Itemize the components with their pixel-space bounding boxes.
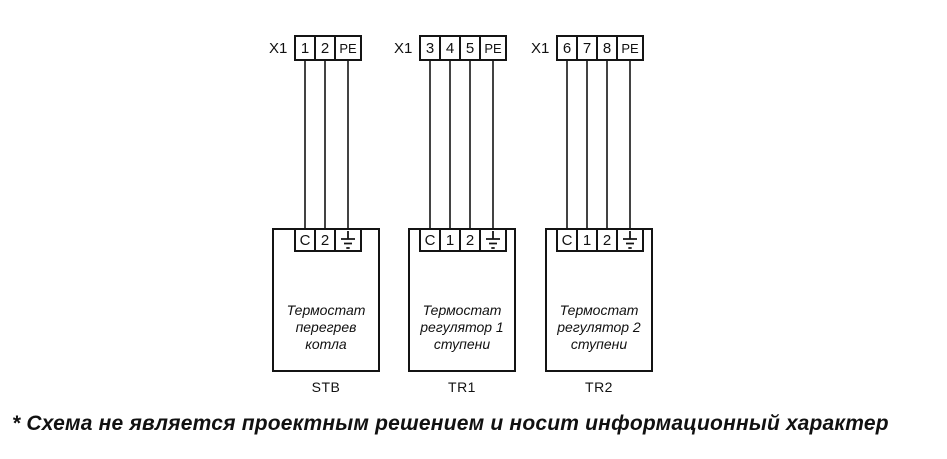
- terminal-strip-2: X1 3 4 5 PE: [393, 35, 507, 61]
- device-box: C 1 2 Термостат регулятор 2 ступени: [545, 228, 653, 372]
- wires-group-1: [304, 60, 349, 230]
- device-terminal-row: C 1 2: [556, 228, 644, 252]
- device-tag: TR1: [448, 379, 476, 395]
- terminal-3: 3: [419, 35, 441, 61]
- terminal-strip-3: X1 6 7 8 PE: [530, 35, 644, 61]
- device-name-line: регулятор 2: [557, 319, 641, 335]
- terminal-1: 1: [439, 228, 461, 252]
- device-tr2: C 1 2 Термостат регулятор 2 ступени TR2: [545, 228, 653, 395]
- device-name-line: котла: [305, 336, 347, 352]
- terminal-5: 5: [459, 35, 481, 61]
- terminal-2: 2: [314, 35, 336, 61]
- terminal-ground: [334, 228, 362, 252]
- terminal-c: C: [419, 228, 441, 252]
- earth-ground-icon: [341, 231, 355, 249]
- terminal-1: 1: [576, 228, 598, 252]
- earth-ground-icon: [486, 231, 500, 249]
- device-name: Термостат перегрев котла: [274, 302, 378, 353]
- terminal-c: C: [294, 228, 316, 252]
- terminal-6: 6: [556, 35, 578, 61]
- terminal-strip-1: X1 1 2 PE: [268, 35, 362, 61]
- device-name-line: регулятор 1: [420, 319, 504, 335]
- terminal-1: 1: [294, 35, 316, 61]
- device-name-line: перегрев: [295, 319, 357, 335]
- device-terminal-row: C 2: [294, 228, 362, 252]
- terminal-c: C: [556, 228, 578, 252]
- device-tr1: C 1 2 Термостат регулятор 1 ступени TR1: [408, 228, 516, 395]
- terminal-2: 2: [596, 228, 618, 252]
- connector-label: X1: [269, 39, 288, 57]
- device-tag: STB: [311, 379, 341, 395]
- terminal-ground: [479, 228, 507, 252]
- device-name-line: ступени: [570, 336, 628, 352]
- device-stb: C 2 Термостат перегрев котла STB: [272, 228, 380, 395]
- terminal-2: 2: [314, 228, 336, 252]
- terminal-ground: [616, 228, 644, 252]
- terminal-pe: PE: [616, 35, 644, 61]
- terminal-7: 7: [576, 35, 598, 61]
- device-name-line: Термостат: [286, 302, 366, 318]
- wires-group-2: [429, 60, 494, 230]
- device-name-line: ступени: [433, 336, 491, 352]
- connector-label: X1: [531, 39, 550, 57]
- connector-label: X1: [394, 39, 413, 57]
- terminal-8: 8: [596, 35, 618, 61]
- device-name: Термостат регулятор 1 ступени: [410, 302, 514, 353]
- device-name: Термостат регулятор 2 ступени: [547, 302, 651, 353]
- earth-ground-icon: [623, 231, 637, 249]
- device-box: C 1 2 Термостат регулятор 1 ступени: [408, 228, 516, 372]
- device-terminal-row: C 1 2: [419, 228, 507, 252]
- terminal-pe: PE: [334, 35, 362, 61]
- terminal-4: 4: [439, 35, 461, 61]
- device-box: C 2 Термостат перегрев котла: [272, 228, 380, 372]
- device-name-line: Термостат: [559, 302, 639, 318]
- device-name-line: Термостат: [422, 302, 502, 318]
- terminal-2: 2: [459, 228, 481, 252]
- terminal-pe: PE: [479, 35, 507, 61]
- device-tag: TR2: [585, 379, 613, 395]
- footnote: * Схема не является проектным решением и…: [12, 412, 889, 435]
- wires-group-3: [566, 60, 631, 230]
